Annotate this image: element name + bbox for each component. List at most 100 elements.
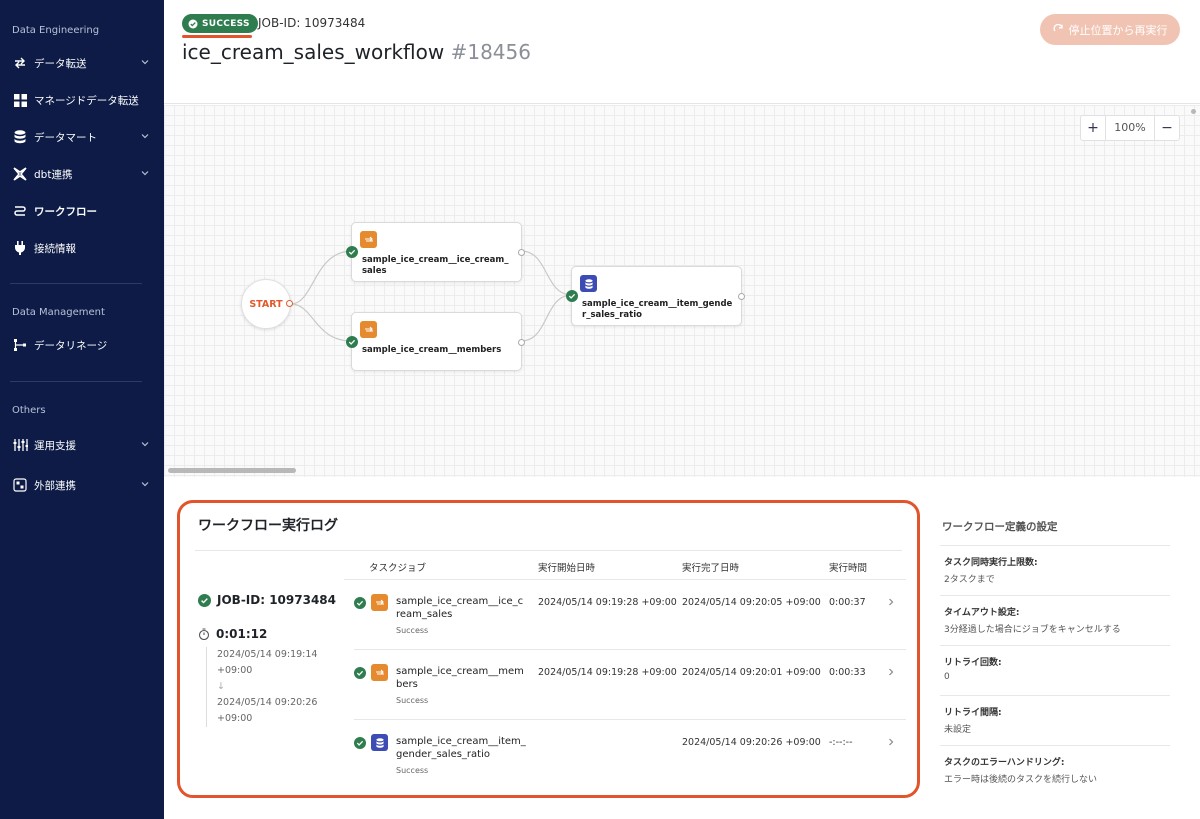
chevron-right-icon[interactable] (886, 737, 896, 747)
sidebar-divider (10, 381, 142, 382)
vertical-scrollbar[interactable] (1191, 109, 1196, 114)
success-check-icon (566, 290, 578, 302)
sliders-icon (12, 437, 28, 453)
sidebar-item-dbt[interactable]: dbt連携 (0, 160, 164, 188)
zoom-out-button[interactable]: − (1161, 120, 1173, 136)
success-check-icon (354, 737, 366, 749)
job-start-date: 2024/05/14 09:19:14 (217, 649, 318, 660)
duration-value: 0:01:12 (216, 627, 268, 641)
column-header-task: タスクジョブ (369, 563, 427, 574)
sidebar-item-datamart[interactable]: データマート (0, 123, 164, 151)
sidebar-divider (10, 283, 142, 284)
task-table-header: タスクジョブ 実行開始日時 実行完了日時 実行時間 (344, 550, 906, 580)
sidebar-item-lineage[interactable]: データリネージ (0, 331, 164, 359)
sidebar-section-data-engineering: Data Engineering (12, 25, 100, 36)
arrows-exchange-icon (12, 55, 28, 71)
zoom-level: 100% (1105, 116, 1155, 140)
sidebar-item-external[interactable]: 外部連携 (0, 471, 164, 499)
job-duration: 0:01:12 (198, 627, 348, 641)
run-number: #18456 (450, 40, 531, 64)
edge-start-to-sales (290, 250, 353, 305)
sidebar-section-data-management: Data Management (12, 307, 105, 318)
transfer-icon (371, 664, 388, 681)
setting-key: タスクのエラーハンドリング: (944, 758, 1065, 768)
setting-key: リトライ回数: (944, 658, 1002, 668)
setting-key: リトライ間隔: (944, 708, 1002, 718)
workflow-node-members[interactable]: sample_ice_cream__members (346, 312, 525, 371)
setting-timeout: タイムアウト設定: 3分経過した場合にジョブをキャンセルする (940, 595, 1170, 645)
stopwatch-icon (198, 628, 210, 640)
sidebar-item-managed-transfer[interactable]: マネージドデータ転送 (0, 86, 164, 114)
setting-value: 未設定 (944, 725, 972, 735)
job-end-tz: +09:00 (217, 713, 253, 724)
sidebar-item-label: データマート (34, 131, 97, 144)
highlight-underline (182, 35, 252, 38)
edge-start-to-members (290, 303, 353, 342)
setting-value: 3分経過した場合にジョブをキャンセルする (944, 625, 1121, 635)
setting-retry-interval: リトライ間隔: 未設定 (940, 695, 1170, 745)
start-node[interactable]: START (241, 279, 291, 329)
column-header-duration: 実行時間 (829, 563, 868, 574)
task-name: sample_ice_cream__members (396, 666, 524, 690)
node-output-port[interactable] (518, 249, 525, 256)
sidebar-item-data-transfer[interactable]: データ転送 (0, 49, 164, 77)
lineage-icon (12, 337, 28, 353)
task-status: Success (396, 696, 429, 705)
workflow-node-ice-cream-sales[interactable]: sample_ice_cream__ice_cream_sales (346, 222, 525, 282)
job-id: JOB-ID: 10973484 (258, 16, 366, 30)
node-output-port[interactable] (738, 293, 745, 300)
setting-key: タスク同時実行上限数: (944, 558, 1038, 568)
success-check-icon (354, 667, 366, 679)
table-row[interactable]: sample_ice_cream__ice_cream_sales Succes… (354, 580, 906, 650)
task-duration: -:--:-- (829, 737, 853, 748)
sidebar-item-workflow[interactable]: ワークフロー (0, 197, 164, 225)
node-label: sample_ice_cream__ice_cream_sales (362, 255, 509, 276)
sidebar-item-operations[interactable]: 運用支援 (0, 431, 164, 459)
zoom-in-button[interactable]: + (1087, 120, 1099, 136)
start-label: START (249, 298, 283, 310)
rerun-button-label: 停止位置から再実行 (1068, 23, 1168, 37)
log-title: ワークフロー実行ログ (198, 518, 338, 534)
workflow-icon (12, 203, 28, 219)
sidebar-item-label: 運用支援 (34, 439, 76, 452)
workflow-canvas[interactable]: + 100% − START sample_ice_cream__ice_cre… (164, 105, 1200, 477)
dbt-logo-icon (12, 166, 28, 182)
table-row[interactable]: sample_ice_cream__item_gender_sales_rati… (354, 720, 906, 790)
task-name: sample_ice_cream__item_gender_sales_rati… (396, 736, 526, 760)
edge-sales-to-ratio (520, 250, 573, 296)
setting-concurrency: タスク同時実行上限数: 2タスクまで (940, 545, 1170, 595)
start-output-port[interactable] (286, 300, 293, 307)
chevron-down-icon (141, 482, 149, 487)
grid-icon (12, 92, 28, 108)
table-row[interactable]: sample_ice_cream__members Success 2024/0… (354, 650, 906, 720)
sidebar-item-connections[interactable]: 接続情報 (0, 234, 164, 262)
chevron-right-icon[interactable] (886, 667, 896, 677)
success-check-icon (346, 336, 358, 348)
node-output-port[interactable] (518, 339, 525, 346)
sidebar-item-label: 外部連携 (34, 479, 76, 492)
chevron-right-icon[interactable] (886, 597, 896, 607)
task-status: Success (396, 626, 429, 635)
status-badge: SUCCESS (182, 14, 258, 33)
sidebar-item-label: 接続情報 (34, 242, 76, 255)
sidebar-section-others: Others (12, 405, 46, 416)
task-name: sample_ice_cream__ice_cream_sales (396, 596, 524, 620)
sidebar: Data Engineering データ転送 マネージドデータ転送 データマート… (0, 0, 164, 819)
success-check-icon (346, 246, 358, 258)
sidebar-item-label: dbt連携 (34, 168, 73, 181)
job-start-tz: +09:00 (217, 665, 253, 676)
workflow-node-item-gender-sales-ratio[interactable]: sample_ice_cream__item_gender_sales_rati… (566, 266, 745, 326)
rerun-from-stop-button[interactable]: 停止位置から再実行 (1040, 14, 1180, 45)
transfer-icon (371, 594, 388, 611)
node-label: sample_ice_cream__members (362, 345, 502, 355)
task-end-time: 2024/05/14 09:20:05 +09:00 (682, 597, 821, 608)
refresh-icon (1053, 24, 1063, 32)
settings-title: ワークフロー定義の設定 (942, 521, 1058, 533)
setting-value: 2タスクまで (944, 575, 995, 585)
task-end-time: 2024/05/14 09:20:01 +09:00 (682, 667, 821, 678)
horizontal-scrollbar[interactable] (168, 468, 296, 473)
setting-value: エラー時は後続のタスクを続行しない (944, 775, 1098, 785)
zoom-control: + 100% − (1080, 115, 1180, 141)
sidebar-item-label: データリネージ (34, 339, 108, 352)
chevron-down-icon (141, 171, 149, 176)
